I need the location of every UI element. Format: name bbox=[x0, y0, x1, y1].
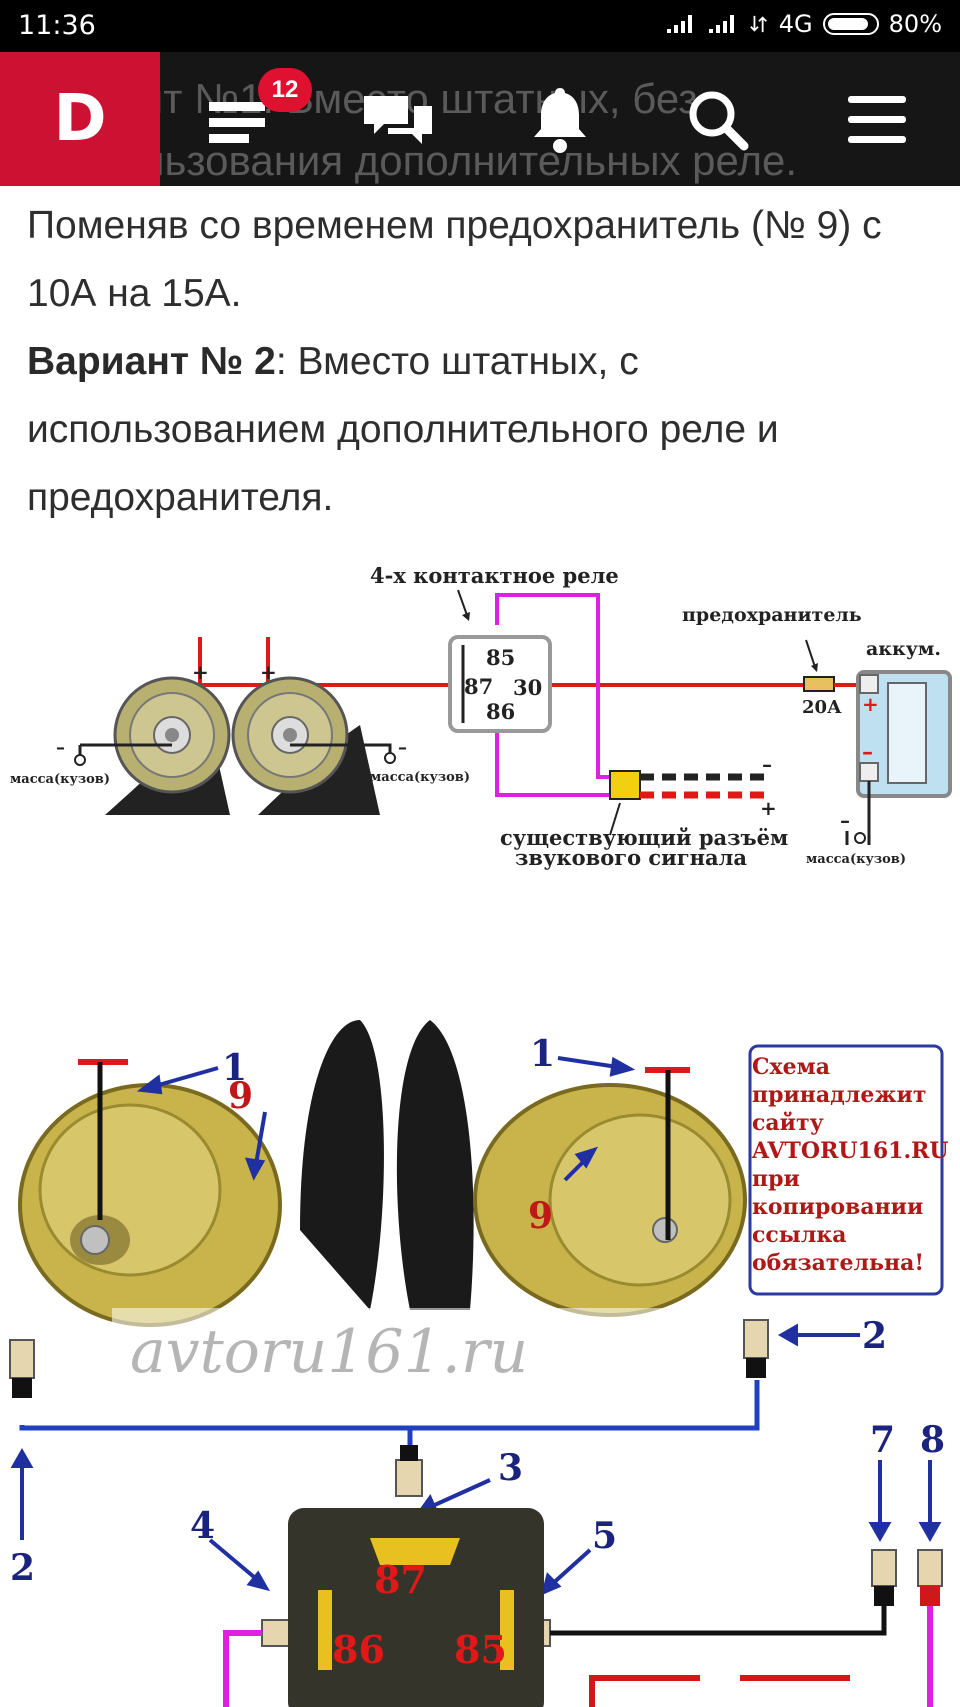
svg-text:масса(кузов): масса(кузов) bbox=[806, 852, 906, 867]
relay-box bbox=[448, 635, 552, 733]
svg-text:+: + bbox=[760, 796, 777, 820]
horn-photo-diagram: avtoru161.ru 1 1 2 2 3 4 5 7 8 9 9 Схем bbox=[0, 990, 960, 1707]
drive2-logo[interactable]: D bbox=[0, 52, 160, 186]
label-4: 4 bbox=[190, 1505, 215, 1547]
svg-text:при: при bbox=[752, 1166, 800, 1192]
connector-label: существующий разъём bbox=[500, 825, 788, 850]
svg-text:85: 85 bbox=[454, 1627, 507, 1672]
feed-icon[interactable] bbox=[203, 82, 279, 158]
svg-text:86: 86 bbox=[332, 1627, 385, 1672]
svg-text:–: – bbox=[398, 737, 407, 758]
horn-shell bbox=[396, 1020, 474, 1310]
svg-text:30: 30 bbox=[513, 675, 542, 700]
data-arrows-icon bbox=[749, 15, 767, 33]
battery-level: 80% bbox=[888, 10, 942, 38]
menu-icon[interactable] bbox=[840, 82, 916, 158]
wiring-diagram: 4-х контактное реле предохранитель аккум… bbox=[10, 563, 952, 870]
label-5: 5 bbox=[592, 1515, 617, 1557]
relay-title: 4-х контактное реле bbox=[370, 563, 619, 588]
article-paragraph: Поменяв со временем предохранитель (№ 9)… bbox=[27, 204, 882, 315]
signal-icon bbox=[666, 15, 692, 33]
label-2-left: 2 bbox=[10, 1547, 35, 1589]
variant-heading: Вариант № 2 bbox=[27, 340, 276, 383]
label-9-left: 9 bbox=[228, 1075, 253, 1117]
status-bar: 11:36 4G 80% bbox=[0, 0, 960, 52]
ground-label-right: масса(кузов) bbox=[370, 770, 470, 785]
svg-text:сайту: сайту bbox=[752, 1110, 824, 1136]
svg-text:20А: 20А bbox=[802, 697, 842, 718]
article-paragraph: Вариант № 2: Вместо штатных, с использов… bbox=[27, 340, 779, 519]
svg-text:–: – bbox=[762, 752, 772, 776]
horn-left bbox=[105, 676, 231, 815]
horn-shell bbox=[300, 1020, 384, 1310]
signal-icon bbox=[708, 15, 734, 33]
relay-photo bbox=[288, 1508, 544, 1707]
svg-text:–: – bbox=[862, 739, 873, 765]
horn-left-photo bbox=[18, 1083, 282, 1327]
svg-text:87: 87 bbox=[464, 674, 493, 699]
svg-text:копировании: копировании bbox=[752, 1194, 923, 1220]
bell-icon[interactable] bbox=[522, 82, 598, 158]
label-8: 8 bbox=[920, 1419, 945, 1461]
ground-label-left: масса(кузов) bbox=[10, 772, 110, 787]
svg-text:+: + bbox=[260, 660, 277, 684]
battery-label: аккум. bbox=[866, 638, 941, 660]
svg-text:+: + bbox=[862, 692, 879, 716]
search-icon[interactable] bbox=[680, 82, 756, 158]
svg-text:86: 86 bbox=[486, 699, 515, 724]
chat-icon[interactable] bbox=[360, 82, 436, 158]
label-9-right: 9 bbox=[528, 1195, 553, 1237]
label-1-left: 1 bbox=[222, 1047, 247, 1089]
label-1-right: 1 bbox=[530, 1033, 555, 1075]
svg-text:AVTORU161.RU: AVTORU161.RU bbox=[751, 1138, 949, 1164]
app-bar: нт №1: Вместо штатных, без льзования доп… bbox=[0, 52, 960, 186]
svg-text:ссылка: ссылка bbox=[752, 1222, 847, 1248]
copyright-notice bbox=[748, 1044, 944, 1296]
svg-text:обязательна!: обязательна! bbox=[752, 1250, 924, 1276]
fuse-label: предохранитель bbox=[682, 604, 862, 626]
svg-text:87: 87 bbox=[374, 1557, 427, 1602]
status-time: 11:36 bbox=[18, 10, 96, 41]
svg-text:принадлежит: принадлежит bbox=[752, 1082, 927, 1108]
horn-right-photo bbox=[473, 1083, 747, 1317]
network-type: 4G bbox=[778, 10, 813, 38]
label-7: 7 bbox=[870, 1419, 895, 1461]
scrolled-text-behind-bar: нт №1: Вместо штатных, без льзования доп… bbox=[140, 75, 798, 184]
article-body: Поменяв со временем предохранитель (№ 9)… bbox=[27, 192, 937, 532]
svg-text:85: 85 bbox=[486, 645, 515, 670]
svg-text:–: – bbox=[840, 808, 850, 832]
svg-text:звукового сигнала: звукового сигнала bbox=[515, 845, 747, 870]
notification-badge: 12 bbox=[258, 68, 312, 112]
svg-text:Схема: Схема bbox=[752, 1054, 830, 1080]
connector-icon bbox=[609, 770, 641, 800]
watermark: avtoru161.ru bbox=[130, 1317, 528, 1387]
label-2-right: 2 bbox=[862, 1315, 887, 1357]
battery-icon bbox=[822, 13, 879, 35]
fuse-icon bbox=[803, 676, 835, 692]
svg-text:+: + bbox=[192, 660, 209, 684]
svg-text:–: – bbox=[56, 737, 65, 758]
label-3: 3 bbox=[498, 1447, 523, 1489]
status-icons: 4G 80% bbox=[665, 10, 942, 38]
horn-right bbox=[231, 676, 380, 815]
